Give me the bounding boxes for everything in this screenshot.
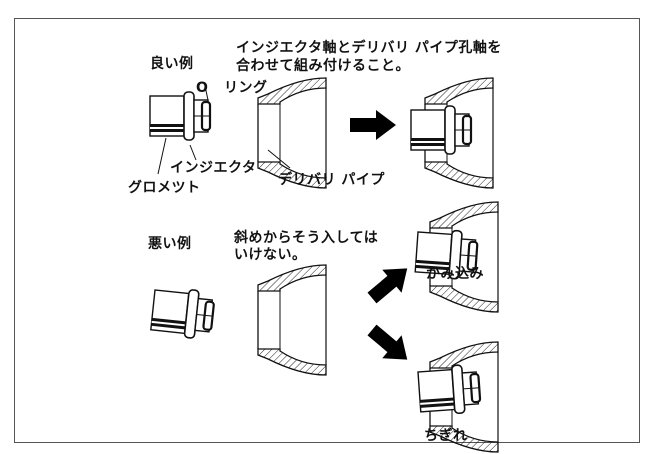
bad-note-line2: いけない。 [234, 247, 307, 263]
good-arrow [350, 110, 396, 140]
diagram-frame [14, 18, 640, 443]
o-ring-label: リング [224, 80, 268, 96]
good-note-line1: インジエクタ軸とデリバリ パイプ孔軸を [236, 40, 502, 56]
good-assembled [409, 77, 494, 189]
bad-arrow-up [362, 256, 417, 310]
delivery-pipe-label: デリバリ パイプ [278, 172, 385, 188]
bite-case-label: かみ込み [426, 266, 484, 282]
pipe-leader [267, 149, 291, 169]
o-ring-leader [204, 85, 209, 101]
o-ring-o-label: O [196, 80, 209, 96]
good-note-line2: 合わせて組み付けること。 [236, 58, 410, 74]
bad-example-title: 悪い例 [148, 236, 192, 252]
good-example-title: 良い例 [150, 56, 194, 72]
bad-injector [149, 284, 217, 342]
bad-note-line1: 斜めからそう入しては [234, 230, 379, 246]
grommet-label: グロメツト [128, 180, 201, 196]
bad-arrow-down [362, 318, 417, 372]
injector-label: インジエクタ [170, 160, 257, 176]
bad-delivery-pipe [257, 264, 327, 376]
good-injector [148, 90, 212, 142]
bad-bite-assembled [413, 201, 499, 313]
tear-case-label: ちぎれ [424, 428, 468, 444]
injector-leader [189, 144, 197, 161]
grommet-leader [157, 137, 167, 175]
